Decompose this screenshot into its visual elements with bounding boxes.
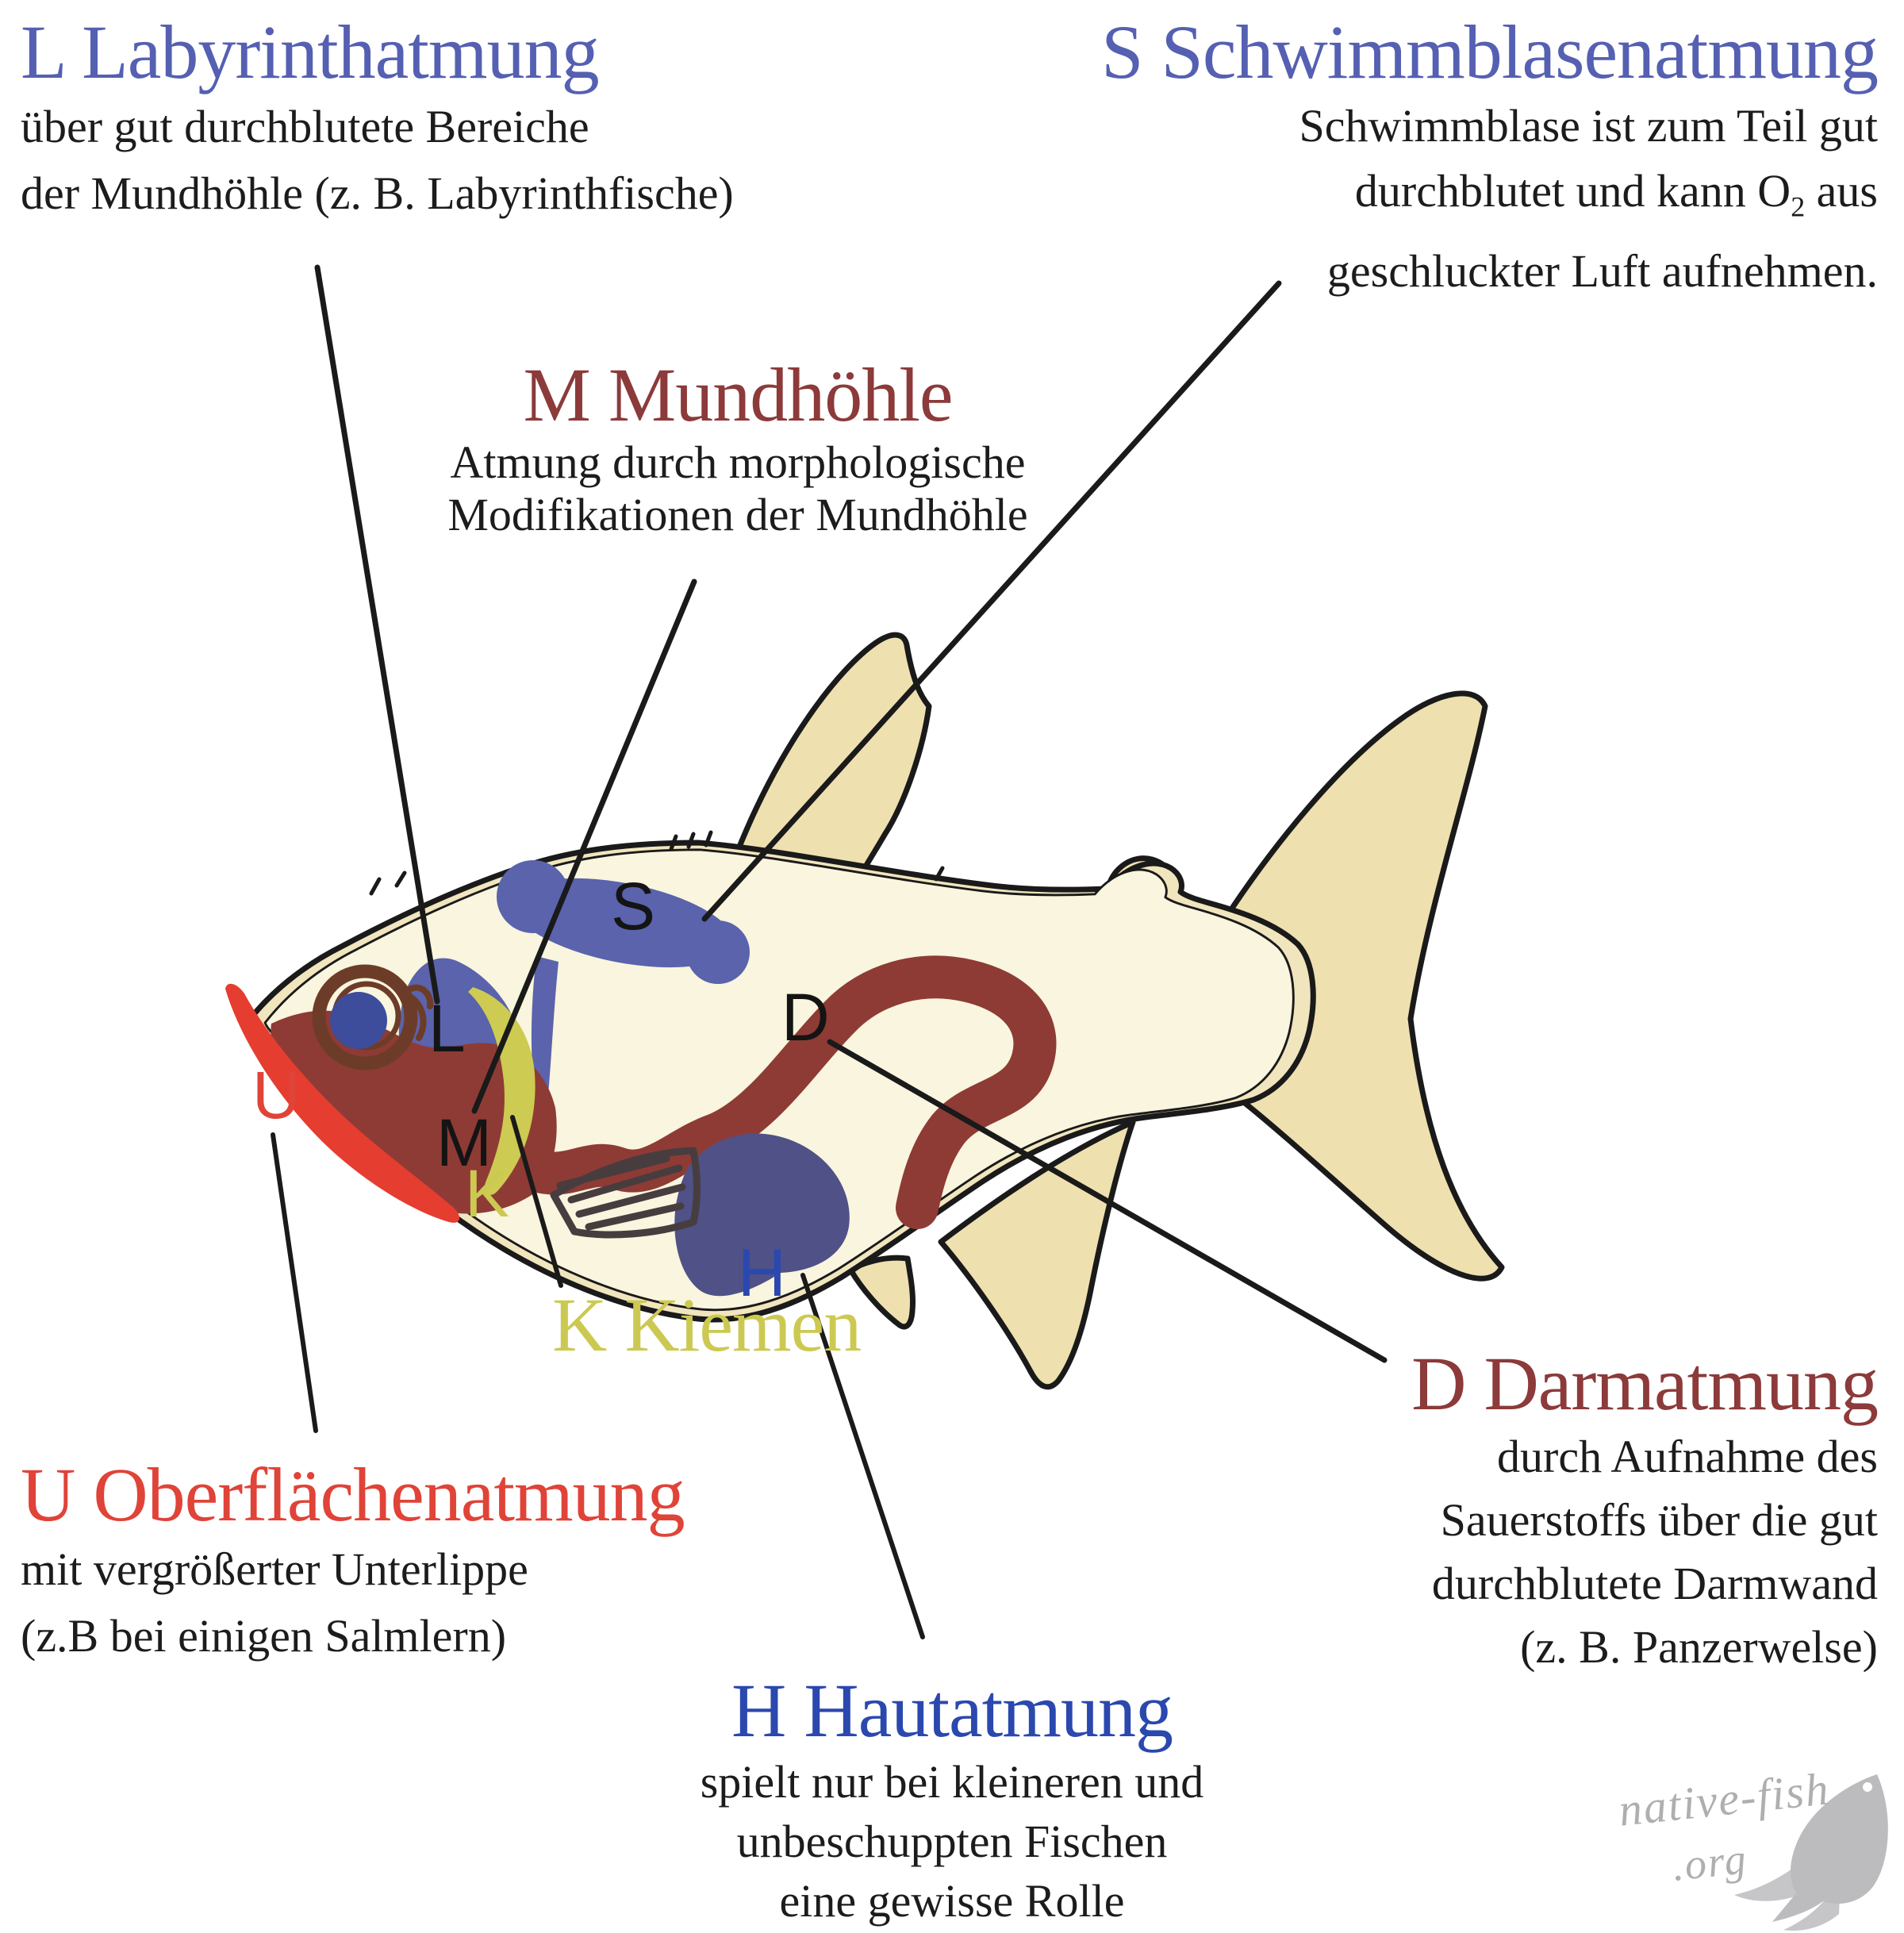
label-block-kiemen: K Kiemen (552, 1282, 862, 1367)
label-block-hautatmung: H Hautatmung spielt nur bei kleineren un… (555, 1670, 1349, 1931)
lower-lip-region (225, 983, 460, 1223)
labyrinthatmung-line-1: über gut durchblutete Bereiche (21, 100, 589, 152)
mundhoehle-title: M Mundhöhle (523, 352, 954, 437)
oberflaechenatmung-line-2: (z.B bei einigen Salmlern) (21, 1609, 507, 1662)
eye-ring (312, 964, 418, 1070)
marker-letter-k: K (465, 1156, 510, 1231)
leader-lines (271, 264, 1388, 1639)
oberflaechenatmung-title: U Oberflächenatmung (21, 1452, 685, 1537)
schwimmblasenatmung-title: S Schwimmblasenatmung (1101, 10, 1879, 94)
pectoral-fin-sketch (550, 1147, 701, 1239)
label-block-labyrinthatmung: L Labyrinthatmung über gut durchblutete … (21, 11, 734, 227)
schwimmblasenatmung-line-1: Schwimmblase ist zum Teil gut (1299, 99, 1878, 152)
marker-letter-d: D (781, 980, 830, 1055)
pneumatic-duct (531, 956, 559, 1097)
label-block-mundhoehle: M Mundhöhle Atmung durch morphologische … (341, 354, 1134, 541)
labyrinthatmung-line-2: der Mundhöhle (z. B. Labyrinthfische) (21, 167, 734, 219)
darmatmung-line-3: durchblutete Darmwand (1431, 1557, 1878, 1609)
leader-line-labyrinth (314, 264, 440, 1005)
eye (312, 964, 434, 1070)
hautatmung-title: H Hautatmung (731, 1668, 1173, 1753)
pelvic-fin (847, 1255, 916, 1330)
logo-tld: .org (1670, 1835, 1750, 1890)
darmatmung-line-1: durch Aufnahme des (1497, 1430, 1878, 1482)
hautatmung-line-3: eine gewisse Rolle (779, 1874, 1125, 1927)
label-block-schwimmblasenatmung: S Schwimmblasenatmung Schwimmblase ist z… (1101, 10, 1879, 304)
eye-pupil (330, 992, 387, 1049)
leader-line-haut (800, 1273, 925, 1639)
marker-letter-l: L (428, 991, 466, 1066)
back-notch-marks (369, 830, 945, 896)
schwimmblasenatmung-line-3: geschluckter Luft aufnehmen. (1326, 245, 1878, 298)
darmatmung-line-4: (z. B. Panzerwelse) (1520, 1620, 1878, 1673)
marker-letter-h: H (738, 1236, 786, 1310)
leader-line-mundhoehle (471, 578, 697, 1114)
label-block-darmatmung: D Darmatmung durch Aufnahme des Sauersto… (1411, 1341, 1879, 1679)
label-block-oberflaechenatmung: U Oberflächenatmung mit vergrößerter Unt… (21, 1454, 685, 1670)
darmatmung-line-2: Sauerstoffs über die gut (1440, 1493, 1878, 1546)
oberflaechenatmung-line-1: mit vergrößerter Unterlippe (21, 1543, 528, 1595)
swim-bladder-region (497, 860, 750, 1097)
labyrinthatmung-title: L Labyrinthatmung (21, 10, 600, 94)
logo-fish-icon (1734, 1774, 1888, 1931)
hautatmung-line-1: spielt nur bei kleineren und (700, 1755, 1204, 1808)
marker-letter-m: M (436, 1105, 492, 1180)
tail-fin (1224, 690, 1505, 1282)
leader-line-oberflaeche (271, 1132, 318, 1433)
eye-sketch-squiggle (405, 984, 434, 1041)
schwimmblasenatmung-line-2: durchblutet und kann O2 aus (1354, 164, 1878, 223)
kiemen-title: K Kiemen (552, 1282, 862, 1367)
leader-line-kiemen (510, 1115, 563, 1288)
dorsal-fin (735, 632, 932, 879)
mundhoehle-line-2: Modifikationen der Mundhöhle (447, 488, 1028, 540)
marker-letter-u: U (252, 1058, 301, 1132)
marker-letter-s: S (611, 869, 656, 943)
skin-patch-region (674, 1133, 850, 1297)
leader-line-darm (827, 1039, 1388, 1363)
darmatmung-title: D Darmatmung (1411, 1341, 1879, 1426)
o2-subscript: 2 (1791, 190, 1806, 223)
mundhoehle-line-1: Atmung durch morphologische (450, 436, 1026, 488)
leader-line-schwimmblase (701, 280, 1282, 922)
hautatmung-line-2: unbeschuppten Fischen (736, 1815, 1168, 1867)
